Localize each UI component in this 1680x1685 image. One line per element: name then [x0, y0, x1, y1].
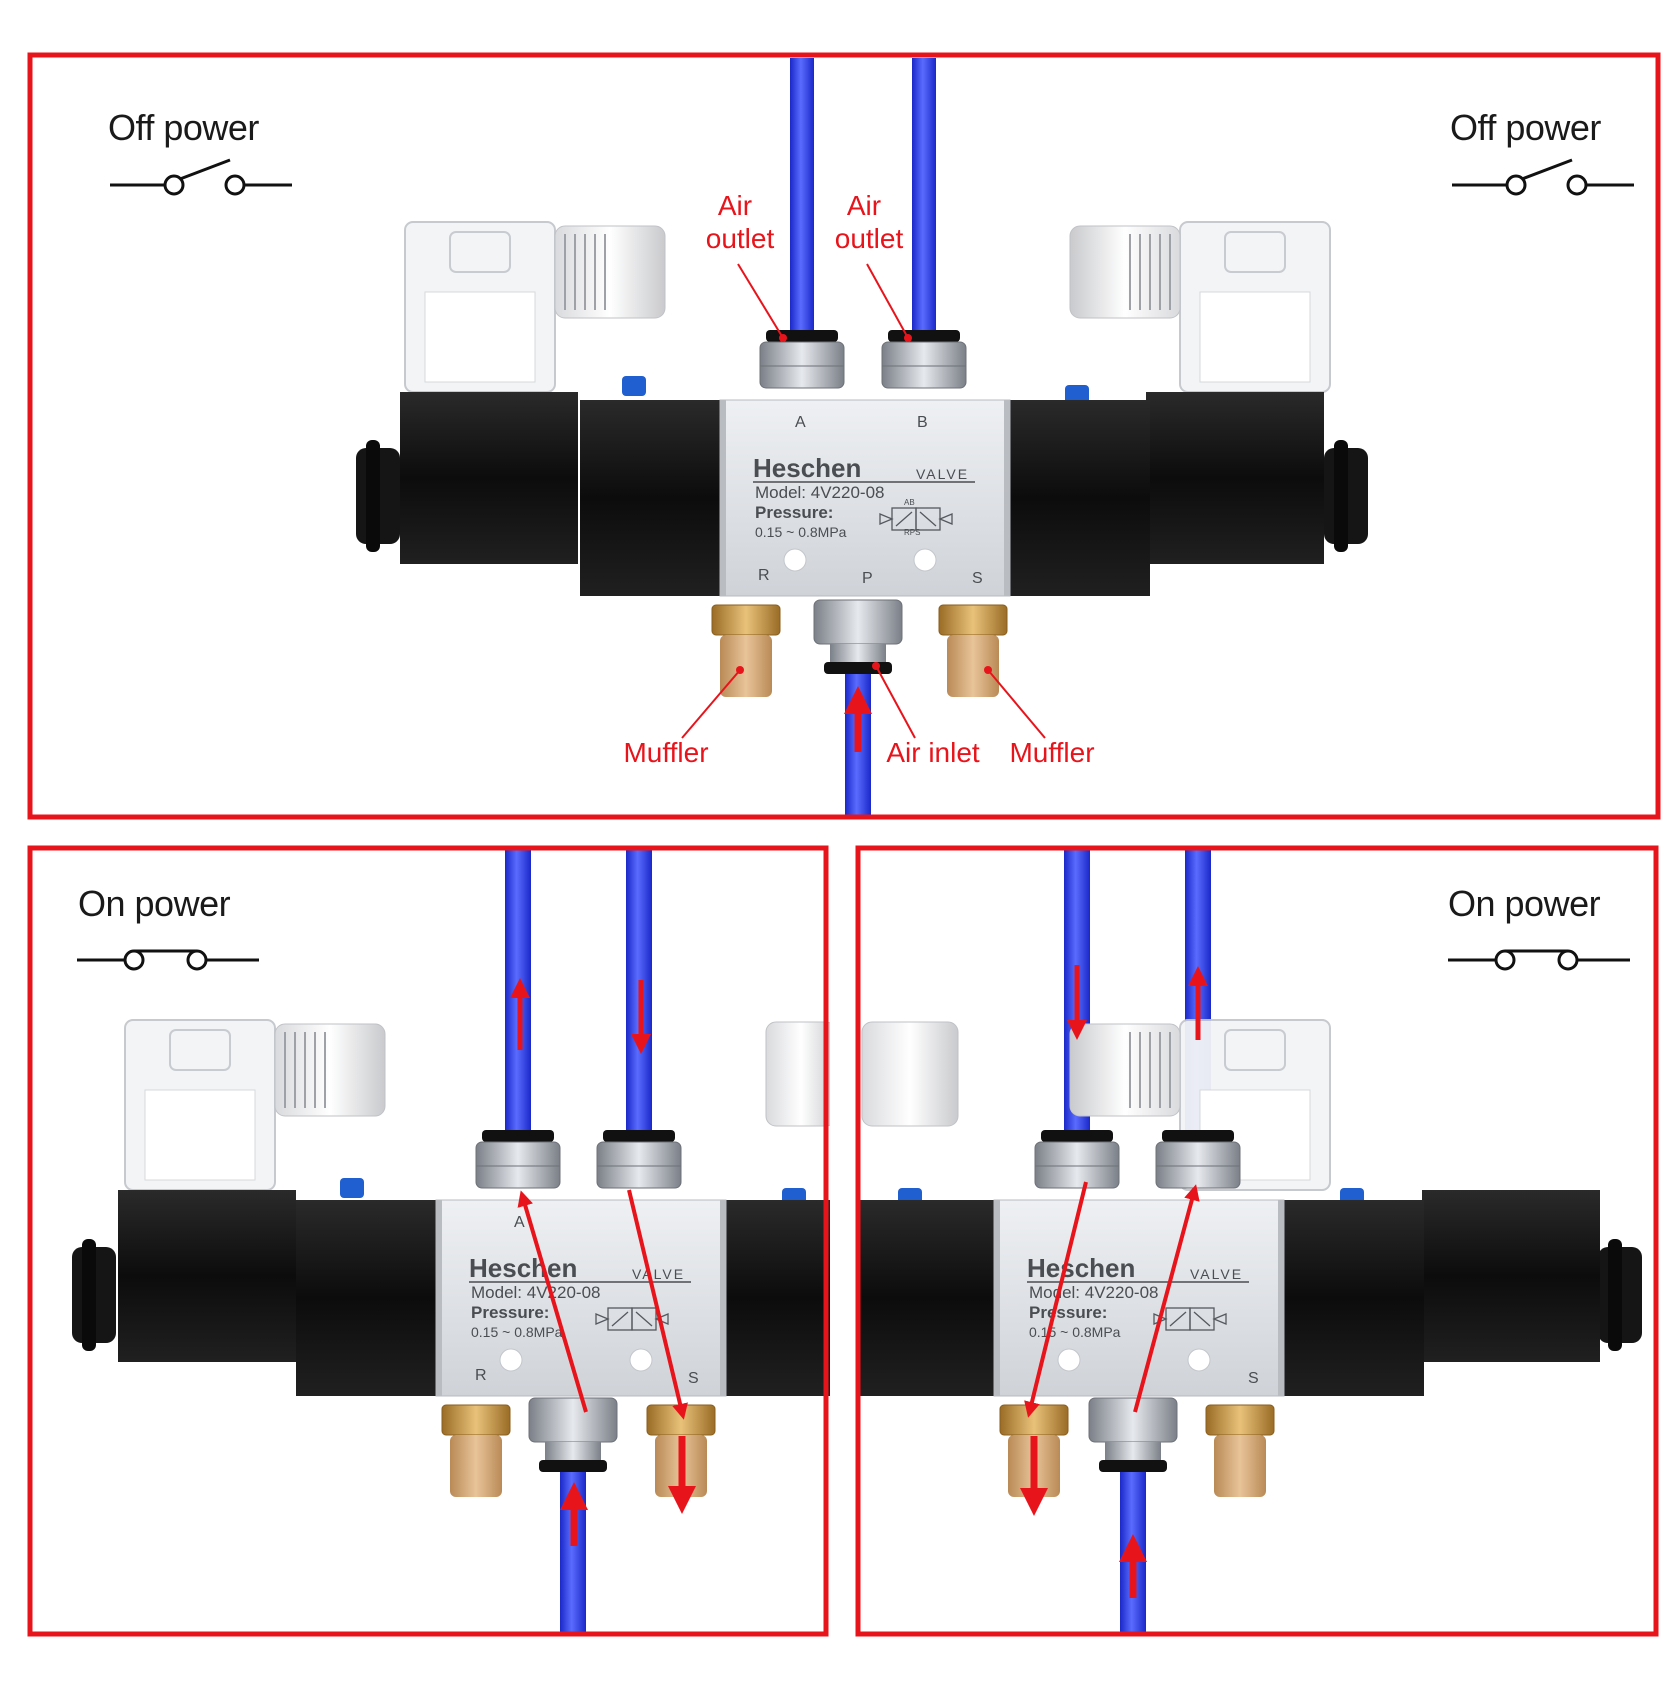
solenoid-connector-left	[404, 221, 666, 393]
symbol-top-text: AB	[904, 498, 915, 507]
switch-open-left	[108, 158, 294, 196]
coil-left	[400, 392, 578, 564]
fitting-a	[759, 329, 845, 389]
port-b-label: B	[917, 414, 928, 431]
switch-open-right	[1450, 158, 1636, 196]
valve-text: VALVE	[916, 466, 969, 482]
tube-b	[912, 58, 936, 336]
port-p-label: P	[862, 570, 873, 587]
brand-text: Heschen	[753, 453, 861, 483]
fitting-b	[881, 329, 967, 389]
end-fitting-left	[72, 1239, 116, 1351]
label-air-outlet-b-line2: outlet	[835, 223, 904, 254]
muffler-left	[711, 604, 781, 698]
port-r-label: R	[758, 567, 770, 584]
fitting-a	[1034, 1129, 1120, 1189]
flow-arrow-p-to-b	[1133, 1184, 1200, 1413]
tube-a	[790, 58, 814, 336]
model-text: Model: 4V220-08	[755, 483, 884, 502]
inlet-fitting	[528, 1397, 618, 1473]
port-s-label: S	[688, 1370, 699, 1387]
label-air-inlet: Air inlet	[886, 737, 980, 768]
port-r-label: R	[475, 1367, 487, 1384]
panel-on-power-right: Heschen VALVE Model: 4V220-08 Pressure: …	[858, 850, 1642, 1634]
label-air-outlet-a-line2: outlet	[706, 223, 775, 254]
coil-right	[1146, 392, 1324, 564]
symbol-bottom-text: RPS	[904, 528, 920, 537]
muffler-right	[1205, 1404, 1275, 1498]
muffler-left	[441, 1404, 511, 1498]
brand-text: Heschen	[1027, 1253, 1135, 1283]
state-label-right: Off power	[1450, 107, 1601, 148]
frame-bottom-right	[855, 845, 1659, 1637]
pressure-label: Pressure:	[471, 1303, 549, 1322]
end-fitting-right	[1598, 1239, 1642, 1351]
switch-closed	[1446, 949, 1632, 971]
fitting-b	[596, 1129, 682, 1189]
label-muffler-right: Muffler	[1009, 737, 1094, 768]
switch-closed	[75, 949, 261, 971]
port-a-label: A	[795, 414, 806, 431]
port-s-label: S	[1248, 1370, 1259, 1387]
pressure-range: 0.15 ~ 0.8MPa	[1029, 1324, 1121, 1340]
port-a-label: A	[514, 1214, 525, 1231]
coil-left	[118, 1190, 296, 1362]
end-fitting-right	[1324, 440, 1368, 552]
frame-bottom-left	[27, 845, 829, 1637]
state-label: On power	[78, 883, 231, 924]
label-air-outlet-a-line1: Air	[718, 190, 752, 221]
pressure-range: 0.15 ~ 0.8MPa	[471, 1324, 563, 1340]
model-text: Model: 4V220-08	[1029, 1283, 1158, 1302]
frame-top	[27, 52, 1661, 820]
solenoid-connector-right	[1069, 221, 1331, 393]
flow-arrow-p-to-a	[517, 1190, 588, 1413]
end-fitting-left	[356, 440, 400, 552]
model-text: Model: 4V220-08	[471, 1283, 600, 1302]
solenoid-connector-left	[124, 1019, 386, 1191]
port-s-label: S	[972, 570, 983, 587]
pressure-label: Pressure:	[1029, 1303, 1107, 1322]
tube-inlet	[560, 1466, 586, 1634]
brand-text: Heschen	[469, 1253, 577, 1283]
muffler-right	[938, 604, 1008, 698]
pressure-label: Pressure:	[755, 503, 833, 522]
valve-text: VALVE	[632, 1266, 685, 1282]
inlet-fitting	[813, 599, 903, 675]
state-label: On power	[1448, 883, 1601, 924]
panel-off-power: Heschen VALVE Model: 4V220-08 Pressure: …	[27, 52, 1661, 820]
flow-arrow-b-to-s	[627, 1189, 688, 1420]
fitting-a	[475, 1129, 561, 1189]
valve-text: VALVE	[1190, 1266, 1243, 1282]
pressure-range: 0.15 ~ 0.8MPa	[755, 524, 847, 540]
label-muffler-left: Muffler	[623, 737, 708, 768]
flow-arrow-a-to-r	[1024, 1181, 1088, 1418]
fitting-b	[1155, 1129, 1241, 1189]
coil-right	[1422, 1190, 1600, 1362]
panel-on-power-left: Heschen VALVE Model: 4V220-08 Pressure: …	[72, 850, 830, 1634]
state-label-left: Off power	[108, 107, 259, 148]
inlet-fitting	[1088, 1397, 1178, 1473]
label-air-outlet-b-line1: Air	[847, 190, 881, 221]
